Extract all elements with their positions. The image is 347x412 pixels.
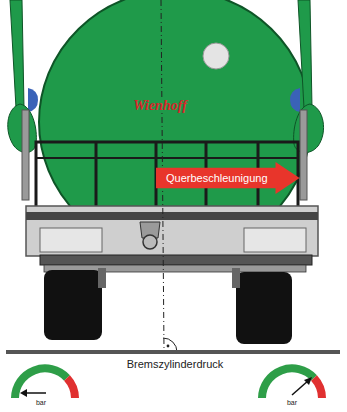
lamp-left bbox=[40, 228, 102, 252]
chassis-rail bbox=[26, 212, 318, 220]
ground-line bbox=[6, 350, 340, 354]
wheel-left bbox=[44, 270, 102, 340]
hub-right bbox=[232, 268, 240, 288]
chassis bbox=[26, 206, 318, 256]
unit-label: bar bbox=[285, 399, 299, 407]
acceleration-arrow: Querbeschleunigung bbox=[156, 162, 300, 194]
frame bbox=[36, 142, 298, 208]
arrow-fill bbox=[156, 162, 300, 194]
left-arm bbox=[8, 0, 38, 200]
right-arm bbox=[290, 0, 324, 200]
unit-label: bar bbox=[34, 399, 48, 407]
wheel-right bbox=[236, 272, 292, 344]
hub-left bbox=[98, 268, 106, 288]
gauge-right bbox=[262, 368, 322, 398]
tank-lid bbox=[203, 43, 229, 69]
tow-coupling bbox=[143, 235, 157, 249]
gauge-left bbox=[15, 368, 75, 398]
axle bbox=[40, 255, 312, 265]
right-angle bbox=[163, 338, 177, 352]
arrow-label: Querbeschleunigung bbox=[166, 172, 268, 184]
caption-text: Bremszylinderdruck bbox=[125, 358, 226, 370]
right-angle-dot bbox=[167, 345, 170, 348]
lamp-right bbox=[244, 228, 306, 252]
brand-logo: Wienhoff bbox=[131, 98, 189, 113]
